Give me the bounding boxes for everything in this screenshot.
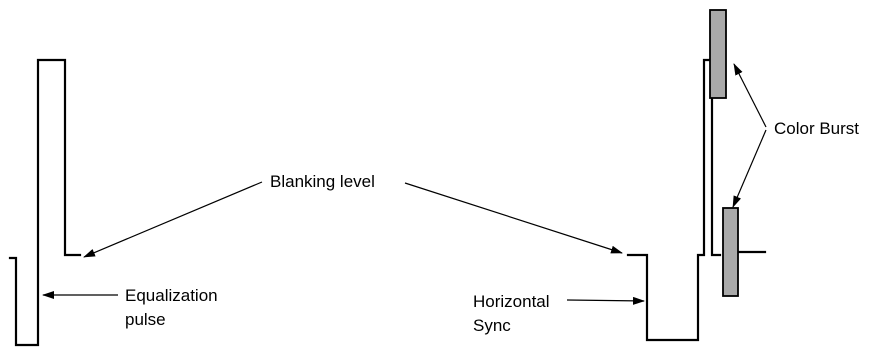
color-burst-label: Color Burst <box>774 119 859 138</box>
blanking-arrow-right <box>404 182 623 254</box>
color-burst-arrow-upper <box>733 63 767 128</box>
equalization-waveform <box>8 58 82 347</box>
blanking-level-label: Blanking level <box>270 172 375 191</box>
color-burst-lower <box>722 207 739 297</box>
blanking-arrow-left <box>83 181 263 258</box>
horizontal-sync-arrow <box>566 296 645 305</box>
horizontal-sync-label-line1: Horizontal <box>473 292 550 311</box>
horizontal-sync-label-line2: Sync <box>473 316 511 335</box>
horizontal-sync-waveform <box>626 58 712 342</box>
color-burst-upper <box>709 9 727 99</box>
equalization-label-line1: Equalization <box>125 286 218 305</box>
color-burst-arrow-lower <box>732 129 767 208</box>
equalization-label-line2: pulse <box>125 310 166 329</box>
